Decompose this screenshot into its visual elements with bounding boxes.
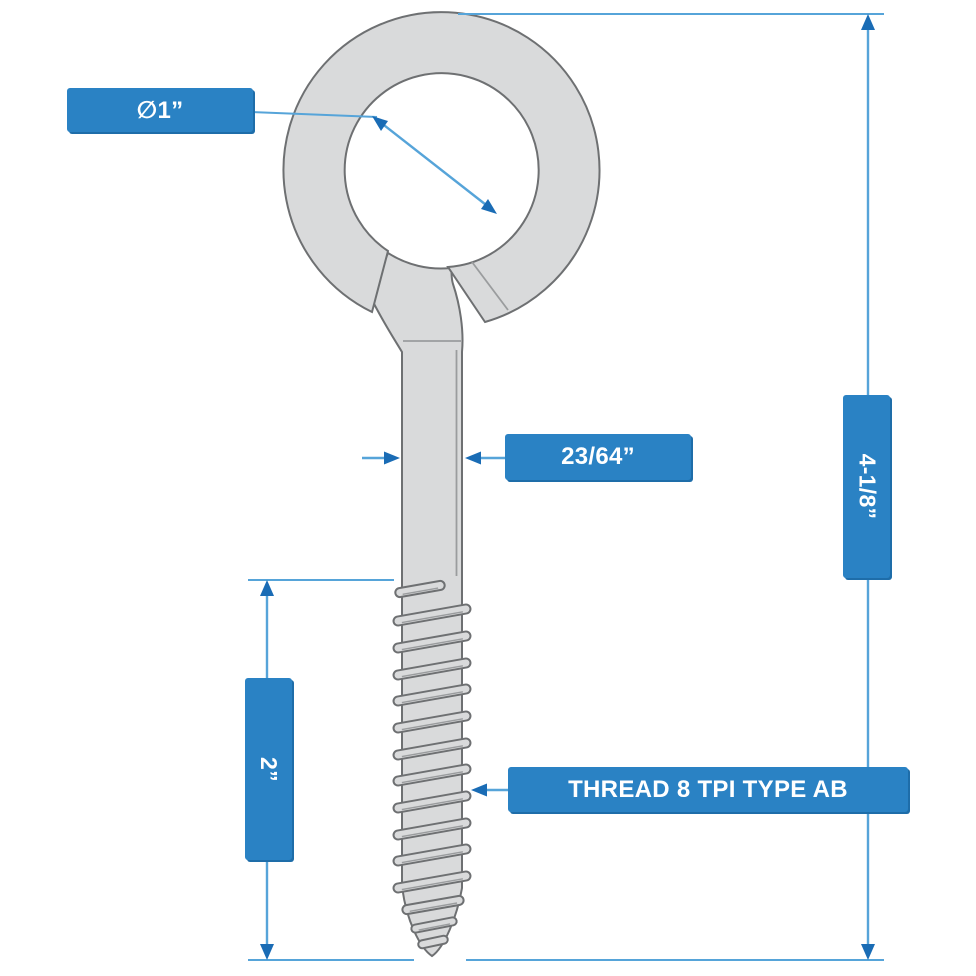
shank-diameter-value: 23/64” [561,443,635,470]
arrow-left-icon [471,783,487,797]
arrow-downright-icon [481,199,497,214]
label-shank-diameter: 23/64” [505,434,691,480]
thread-spec-leader [471,783,512,797]
shank-diameter-dimension [362,451,507,465]
eye-end-cut-line [471,261,509,311]
arrow-down-icon [861,944,875,960]
eye-ring [282,11,601,324]
leader-line [251,111,378,118]
overall-length-dimension [458,13,884,961]
eye-diameter-dimension [251,111,497,214]
screw-eye [282,11,601,324]
arrow-right-icon [384,451,400,465]
eye-diameter-value: ∅1” [136,96,184,124]
body-detail-lines [403,340,461,576]
label-thread-spec: THREAD 8 TPI TYPE AB [508,767,908,812]
diameter-arrow-line [379,121,491,209]
label-thread-length: 2” [245,678,292,860]
overall-length-value: 4-1/8” [854,453,881,520]
arrow-left-icon [465,451,481,465]
arrow-upleft-icon [372,116,388,131]
arrow-down-icon [260,944,274,960]
thread-spec-value: THREAD 8 TPI TYPE AB [568,775,848,803]
arrow-up-icon [861,14,875,30]
label-eye-diameter: ∅1” [67,88,253,132]
thread-length-value: 2” [256,756,282,782]
arrow-up-icon [260,580,274,596]
label-overall-length: 4-1/8” [843,395,890,578]
